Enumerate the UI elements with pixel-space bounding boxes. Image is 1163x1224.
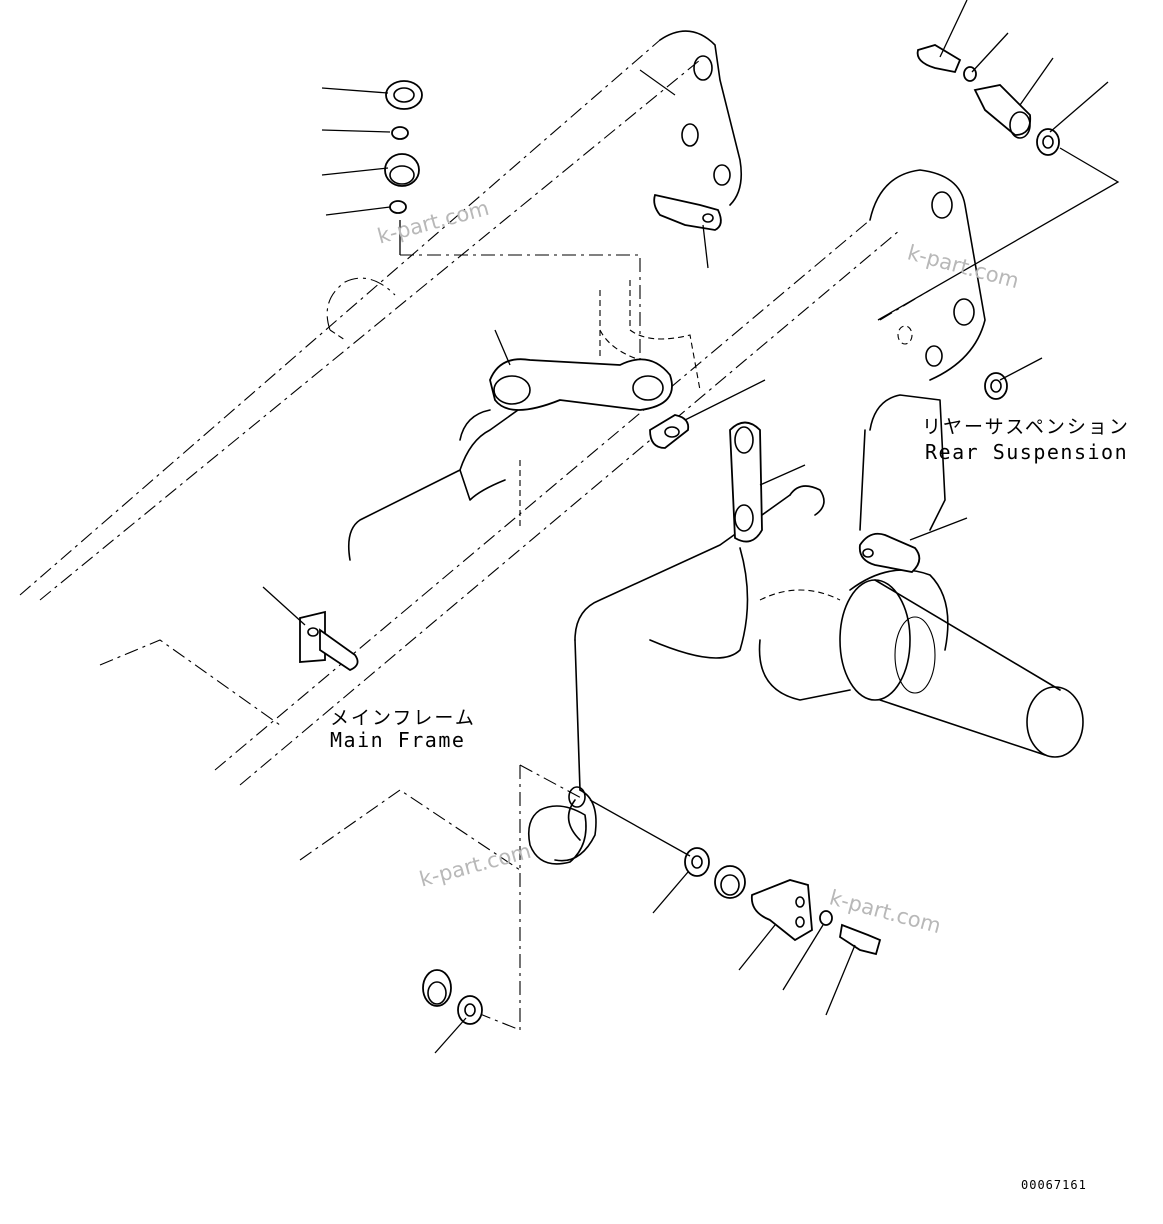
axle-spindle <box>839 569 1084 758</box>
pins-and-bushings <box>299 44 1060 1025</box>
leader-lines <box>262 0 1120 1054</box>
upper-link <box>489 358 673 411</box>
rear-suspension-label-jp: リヤーサスペンション <box>922 416 1130 438</box>
drawing-number: 00067161 <box>1021 1178 1087 1192</box>
main-frame-label-jp: メインフレーム <box>330 707 476 729</box>
rear-suspension-label-en: Rear Suspension <box>925 440 1129 464</box>
main-frame-outline <box>19 30 986 871</box>
lateral-link <box>729 421 763 543</box>
main-frame-label-en: Main Frame <box>330 728 466 752</box>
rear-suspension-body <box>347 254 946 1031</box>
